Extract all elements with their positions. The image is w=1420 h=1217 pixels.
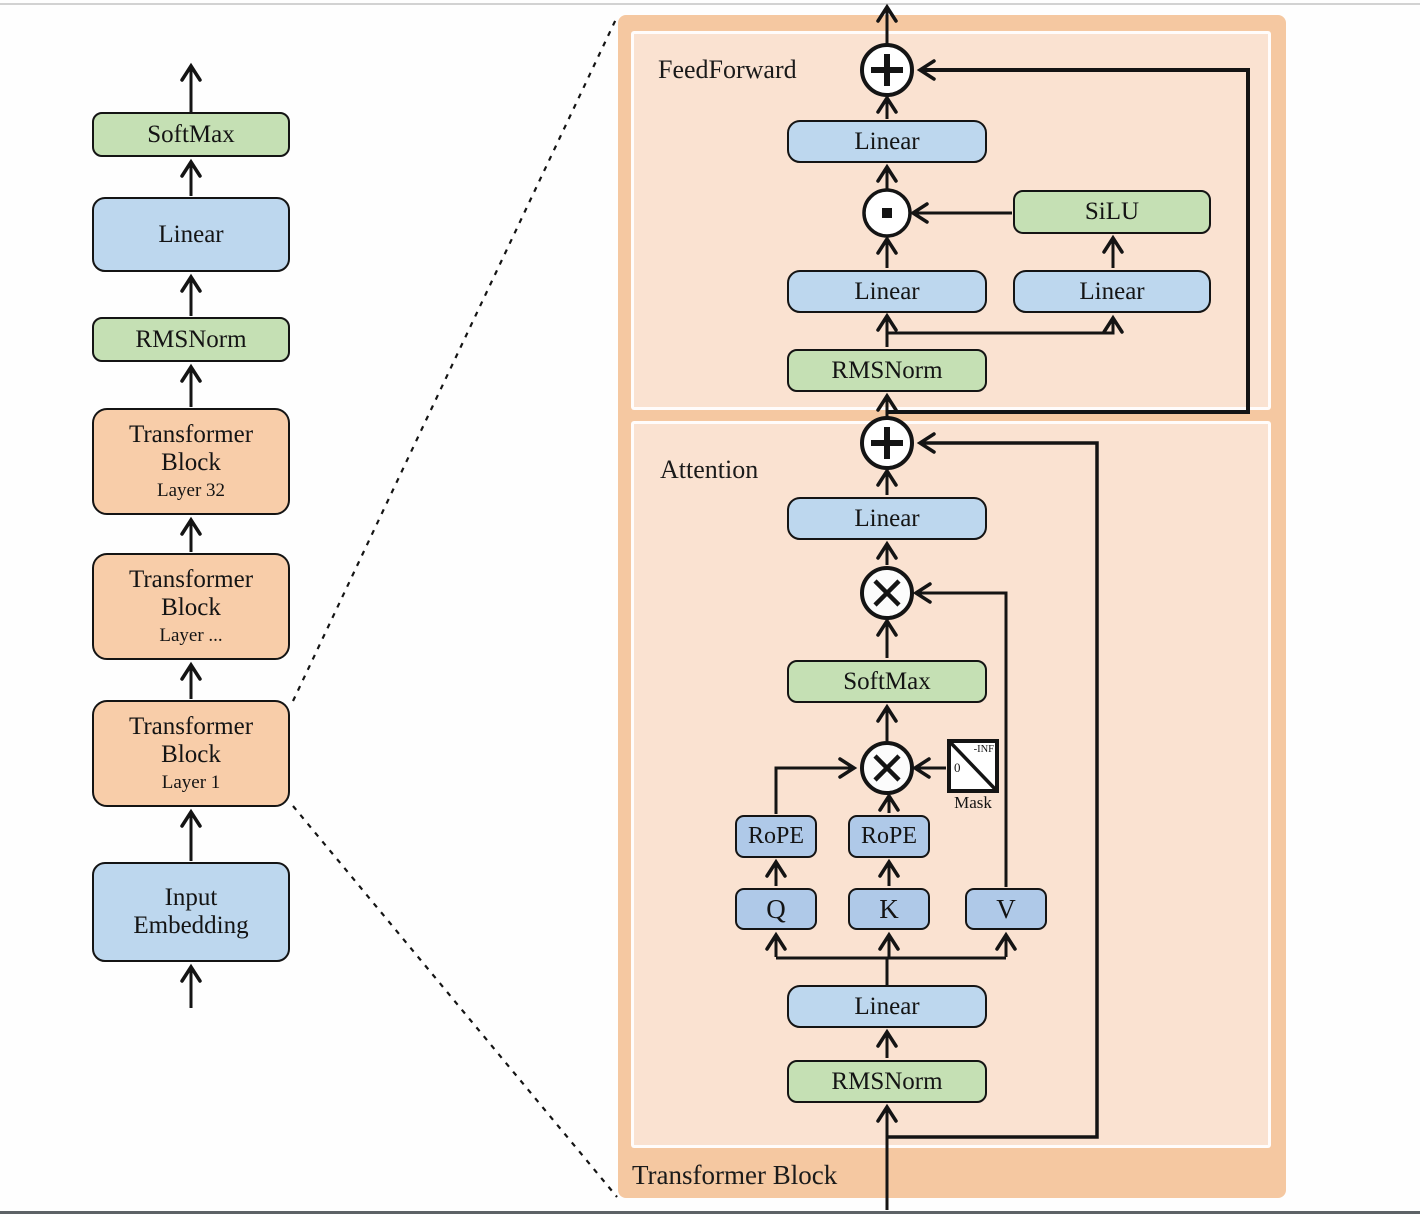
block-transformer-mid: Transformer Block Layer ...: [92, 553, 290, 660]
block-label: RMSNorm: [831, 1067, 943, 1095]
multiply-circle-v-icon: [860, 566, 914, 620]
block-label: RMSNorm: [135, 325, 247, 353]
block-silu: SiLU: [1013, 190, 1211, 234]
attention-arrows: [765, 467, 1017, 1210]
feedforward-label: FeedForward: [658, 55, 797, 84]
block-ff-rmsnorm: RMSNorm: [787, 349, 987, 392]
block-sublabel: Layer ...: [159, 625, 223, 647]
mask-label: Mask: [954, 793, 992, 812]
block-attn-linear-qkv: Linear: [787, 985, 987, 1028]
block-rmsnorm-final: RMSNorm: [92, 317, 290, 362]
attention-residual-line: [887, 432, 1099, 1139]
block-q: Q: [735, 888, 817, 930]
block-label: SoftMax: [147, 120, 235, 148]
block-rope-q: RoPE: [735, 815, 817, 858]
block-label: Q: [766, 893, 786, 924]
block-input-embedding: Input Embedding: [92, 862, 290, 962]
transformer-block-label: Transformer Block: [632, 1160, 838, 1190]
block-ff-linear-left: Linear: [787, 270, 987, 313]
block-label: Linear: [854, 277, 920, 305]
block-attn-softmax: SoftMax: [787, 660, 987, 703]
block-ff-linear-right: Linear: [1013, 270, 1211, 313]
block-label: Linear: [1079, 277, 1145, 305]
block-label: RMSNorm: [831, 356, 943, 384]
attention-label: Attention: [660, 455, 759, 484]
block-label: Input Embedding: [133, 884, 249, 939]
block-label: Linear: [158, 220, 224, 248]
block-label: Transformer Block: [128, 421, 254, 477]
bottom-border-line: [0, 1211, 1420, 1214]
block-label: Linear: [854, 992, 920, 1020]
dashed-callout-line-bottom: [292, 805, 618, 1198]
block-label: RoPE: [747, 823, 804, 850]
top-border-line: [0, 3, 1420, 5]
block-transformer-32: Transformer Block Layer 32: [92, 408, 290, 515]
block-attn-linear-out: Linear: [787, 497, 987, 540]
block-label: Transformer Block: [128, 566, 254, 622]
block-label: RoPE: [860, 823, 917, 850]
mask-inf-label: -INF: [973, 744, 994, 755]
block-label: Linear: [854, 127, 920, 155]
block-ff-linear-out: Linear: [787, 120, 987, 163]
block-label: K: [879, 893, 899, 924]
block-sublabel: Layer 1: [161, 772, 221, 794]
feedforward-residual-line: [887, 59, 1250, 414]
dashed-callout-line-top: [292, 16, 618, 702]
block-label: V: [996, 893, 1016, 924]
dot-product-circle-icon: [862, 188, 912, 238]
block-softmax-head: SoftMax: [92, 112, 290, 157]
feedforward-arrows: [876, 3, 1124, 417]
block-label: SoftMax: [843, 667, 931, 695]
mask-zero-label: 0: [954, 760, 961, 775]
mask-icon: [947, 739, 999, 793]
block-k: K: [848, 888, 930, 930]
block-linear-head: Linear: [92, 197, 290, 272]
block-transformer-1: Transformer Block Layer 1: [92, 700, 290, 807]
plus-circle-ff-icon: [860, 43, 914, 97]
block-v: V: [965, 888, 1047, 930]
multiply-circle-scores-icon: [860, 741, 914, 795]
plus-circle-attn-icon: [860, 416, 914, 470]
block-sublabel: Layer 32: [156, 480, 226, 502]
block-label: Transformer Block: [128, 713, 254, 769]
block-rope-k: RoPE: [848, 815, 930, 858]
block-attn-rmsnorm: RMSNorm: [787, 1060, 987, 1103]
block-label: Linear: [854, 504, 920, 532]
block-label: SiLU: [1084, 198, 1140, 225]
